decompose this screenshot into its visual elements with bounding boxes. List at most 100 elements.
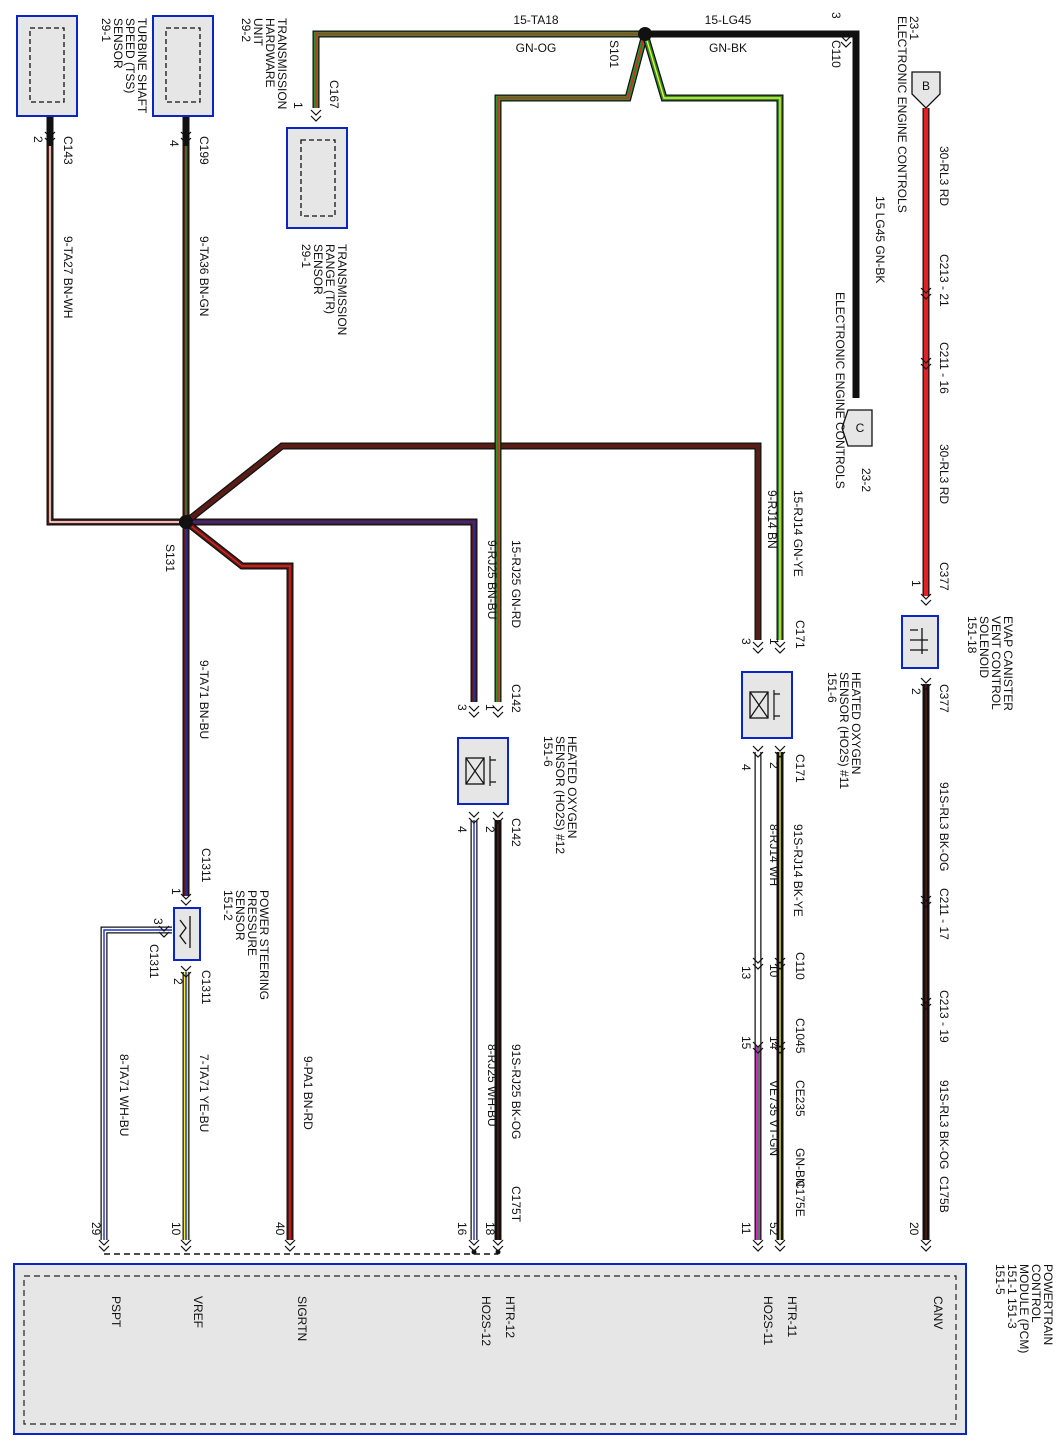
conn-c110-b-p10: 10 <box>767 964 781 978</box>
connector-chevron <box>774 641 786 654</box>
splice-s131-dot <box>179 515 193 529</box>
conn-c213-21: C213 - 21 <box>937 254 951 307</box>
connector-chevron <box>840 35 852 48</box>
wire-15rj25[interactable] <box>494 33 649 702</box>
wire-8rj25: 8-RJ25 WH-BU <box>485 1044 499 1127</box>
wire-8ta71[interactable] <box>100 926 172 1240</box>
splice-s101-dot <box>638 27 652 41</box>
wire-9rj14[interactable] <box>183 442 762 640</box>
conn-c377-a-pin: 1 <box>909 580 923 587</box>
wire-9pa1[interactable] <box>183 519 294 1240</box>
conn-c110-top-pin: 3 <box>829 12 843 19</box>
wire-9ta71: 9-TA71 BN-BU <box>197 660 211 739</box>
wire-9rj25[interactable] <box>186 518 478 702</box>
pcm-pin-htr12: HTR-12 <box>503 1296 517 1338</box>
conn-c1311-c-pin2: 2 <box>171 978 185 985</box>
connector-chevron <box>920 1239 932 1252</box>
pssp-label: POWER STEERINGPRESSURESENSOR151-2 <box>221 890 271 1000</box>
conn-c142-b-p2: 2 <box>483 826 497 833</box>
conn-c377-b: C377 <box>937 684 951 713</box>
wire-9ta27[interactable] <box>46 146 186 526</box>
splice-s101-label: S101 <box>607 40 621 68</box>
conn-c143-pin: 2 <box>31 136 45 143</box>
conn-c143: C143 <box>61 136 75 165</box>
ho2s-11-sensor[interactable] <box>741 671 793 739</box>
connector-chevron <box>920 287 932 300</box>
pcm-label: POWERTRAINCONTROLMODULE (PCM)151-1 151-3… <box>993 1264 1055 1353</box>
tss-label: TURBINE SHAFTSPEED (TSS)SENSOR29-1 <box>99 18 149 114</box>
wire-9rj14: 9-RJ14 BN <box>765 490 779 549</box>
conn-c171-a: C171 <box>793 620 807 649</box>
tss-sensor[interactable] <box>16 15 78 117</box>
wire-15ta18-color: GN-OG <box>516 41 557 55</box>
conn-c171-b-pin4: 4 <box>739 764 753 771</box>
conn-c199-pin: 4 <box>167 140 181 147</box>
wire-9ta27: 9-TA27 BN-WH <box>61 236 75 318</box>
connector-chevron <box>492 1239 504 1252</box>
wire-91srl3-a: 91S-RL3 BK-OG <box>937 782 951 871</box>
flag-c-label: C <box>856 421 865 435</box>
pcm-pin-canv: CANV <box>931 1296 945 1329</box>
conn-c171-b-pin2: 2 <box>767 762 781 769</box>
connector-chevron <box>752 745 764 758</box>
flag-b[interactable]: B <box>911 71 941 109</box>
conn-c377-a: C377 <box>937 562 951 591</box>
wire-15rj14[interactable] <box>641 33 784 640</box>
connector-chevron <box>920 895 932 908</box>
flag-c[interactable]: C <box>841 409 873 447</box>
wire-30rl3-a: 30-RL3 RD <box>937 146 951 206</box>
wire-91srl3-b: 91S-RL3 BK-OG <box>937 1080 951 1169</box>
conn-c142-a: C142 <box>509 684 523 713</box>
evap-solenoid[interactable] <box>901 615 939 669</box>
connector-chevron <box>284 1239 296 1252</box>
connector-chevron <box>468 705 480 718</box>
wire-15ta18[interactable] <box>312 30 645 108</box>
conn-c142-a-p1: 1 <box>483 704 497 711</box>
connector-chevron <box>468 811 480 824</box>
pcm-module[interactable] <box>13 1263 967 1435</box>
conn-c167: C167 <box>327 80 341 109</box>
connector-chevron <box>310 109 322 122</box>
conn-pcm-p10: 10 <box>169 1222 183 1236</box>
wire-gnbn: GN-BN <box>793 1148 807 1187</box>
wire-15lg45-vertical: 15 LG45 GN-BK <box>873 196 887 283</box>
conn-c211-17: C211 - 17 <box>937 888 951 940</box>
conn-ce235: CE235 <box>793 1080 807 1117</box>
connector-chevron <box>752 1041 764 1054</box>
evap-label: EVAP CANISTERVENT CONTROLSOLENOID151-18 <box>965 616 1015 711</box>
conn-c1045-p15: 15 <box>739 1036 753 1050</box>
wire-9pa1: 9-PA1 BN-RD <box>301 1056 315 1130</box>
connector-chevron <box>920 997 932 1010</box>
conn-c171-a-pin1: 1 <box>767 638 781 645</box>
connector-chevron <box>752 1239 764 1252</box>
connector-chevron <box>180 1239 192 1252</box>
pcm-pin-ho2s11: HO2S-11 <box>761 1296 775 1345</box>
wire-ve735: VE735 VT-GN <box>767 1080 781 1156</box>
wire-15lg45-color: GN-BK <box>709 41 747 55</box>
wire-30rl3-b: 30-RL3 RD <box>937 444 951 504</box>
pcm-pin-ho2s12: HO2S-12 <box>479 1296 493 1346</box>
power-steering-pressure-sensor[interactable] <box>173 907 201 961</box>
connector-chevron <box>180 965 192 978</box>
connector-chevron <box>44 131 56 144</box>
connector-chevron <box>752 641 764 654</box>
wire-7ta71: 7-TA71 YE-BU <box>197 1054 211 1132</box>
wire-91srj14: 91S-RJ14 BK-YE <box>791 824 805 917</box>
conn-c175t-p18: 18 <box>483 1222 497 1236</box>
tr-sensor[interactable] <box>286 127 348 229</box>
connector-chevron <box>158 925 170 938</box>
wire-15lg45[interactable] <box>645 30 860 398</box>
conn-c175t-p16: 16 <box>455 1222 469 1236</box>
vertical-labels: TURBINE SHAFTSPEED (TSS)SENSOR29-1 TRANS… <box>31 12 1055 1353</box>
connector-chevron <box>774 745 786 758</box>
conn-c110-b: C110 <box>793 952 807 980</box>
conn-c175b: C175B <box>937 1176 951 1213</box>
wire-15rj25: 15-RJ25 GN-RD <box>509 540 523 628</box>
conn-c171-b: C171 <box>793 754 807 783</box>
conn-c1045: C1045 <box>793 1018 807 1054</box>
conn-c1311-b: C1311 <box>147 944 161 979</box>
pcm-pin-htr11: HTR-11 <box>785 1296 799 1337</box>
transmission-hardware-unit[interactable] <box>152 15 214 117</box>
ho2s-12-sensor[interactable] <box>457 737 509 805</box>
